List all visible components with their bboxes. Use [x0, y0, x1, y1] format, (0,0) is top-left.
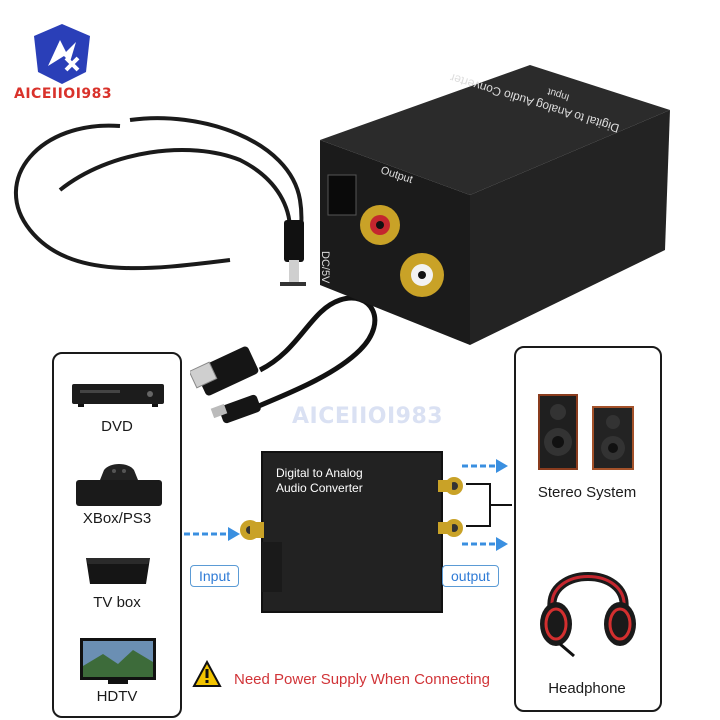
- converter-title-line2: Audio Converter: [276, 481, 363, 495]
- tv-box-icon: [86, 558, 150, 584]
- photo-dc-label: DC/5V: [319, 251, 331, 284]
- brand-watermark: AICEIIOI983: [292, 404, 444, 429]
- game-console-icon: [76, 464, 162, 506]
- input-arrow: [184, 527, 240, 541]
- usb-cable-photo: [190, 295, 378, 424]
- warning-text: Need Power Supply When Connecting: [234, 671, 490, 688]
- hdtv-icon: [80, 638, 156, 684]
- headphone-icon: [540, 572, 636, 658]
- source-console: XBox/PS3: [52, 448, 182, 532]
- converter-diagram: [240, 451, 463, 613]
- speakers-icon: [538, 394, 634, 470]
- logo-emblem-icon: [34, 24, 90, 84]
- output-stereo: Stereo System: [514, 380, 660, 510]
- input-pill: Input: [190, 565, 240, 587]
- output-arrows: [462, 459, 512, 551]
- brand-logo: [30, 22, 94, 86]
- optical-cable-photo: [14, 116, 306, 286]
- brand-logo-text: AICEIIOI983: [14, 86, 113, 102]
- dvd-player-icon: [72, 384, 164, 407]
- source-hdtv-label: HDTV: [96, 688, 138, 705]
- output-stereo-label: Stereo System: [537, 484, 637, 501]
- converter-title: Digital to Analog Audio Converter: [276, 466, 363, 496]
- converter-photo: Output DC/5V Input Digital to Analog Aud…: [319, 65, 670, 345]
- source-hdtv: HDTV: [52, 632, 182, 716]
- warning-icon: [192, 660, 222, 687]
- source-tvbox: TV box: [52, 540, 182, 624]
- source-tvbox-label: TV box: [93, 594, 141, 611]
- output-headphone-label: Headphone: [548, 680, 626, 697]
- output-headphone: Headphone: [514, 546, 660, 706]
- source-dvd-label: DVD: [101, 418, 133, 435]
- source-console-label: XBox/PS3: [82, 510, 152, 527]
- source-dvd: DVD: [52, 358, 182, 442]
- converter-title-line1: Digital to Analog: [276, 466, 363, 480]
- output-pill: output: [442, 565, 499, 587]
